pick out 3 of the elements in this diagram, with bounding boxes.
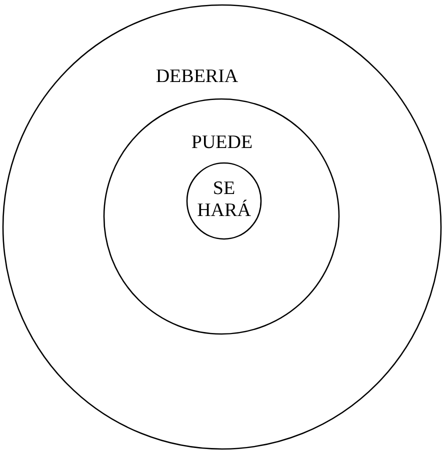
circle-label: PUEDE [190, 132, 254, 154]
circle-label: SE HARÁ [196, 178, 252, 222]
circle-label: DEBERIA [154, 66, 240, 88]
